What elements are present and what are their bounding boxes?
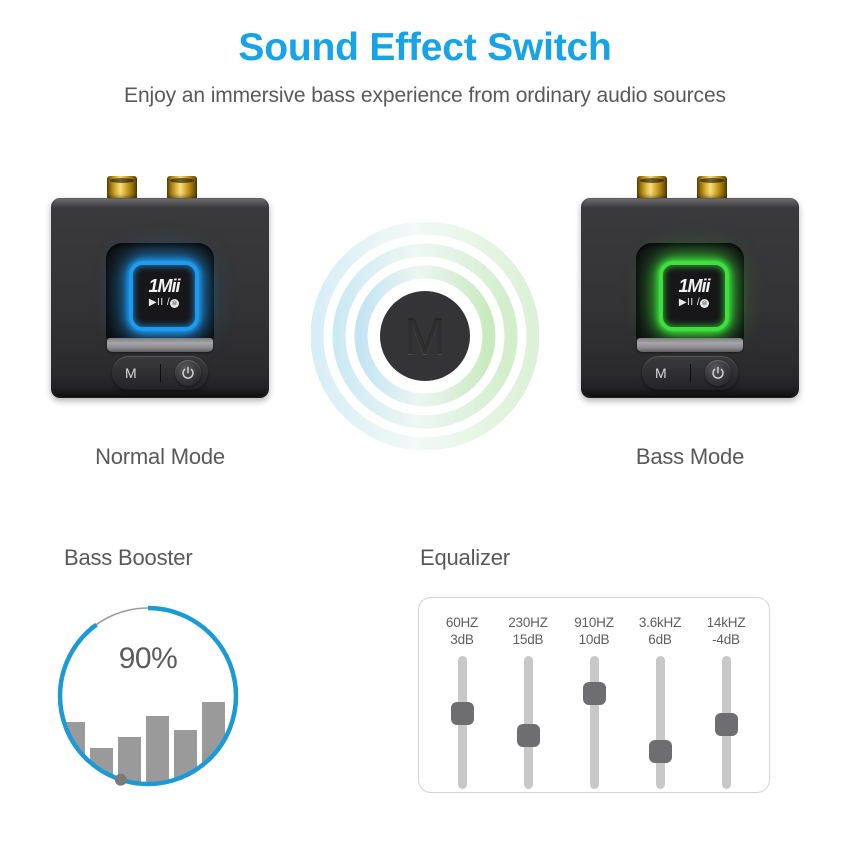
equalizer-panel: 60HZ 3dB 230HZ 15dB 910HZ 10dB 3.6kHZ 6dB 14kHZ -… — [418, 597, 770, 793]
brand-logo: 1Mii — [148, 276, 180, 296]
button-divider — [160, 364, 161, 382]
rca-jack-right-icon — [167, 176, 197, 200]
band-slider-thumb[interactable] — [582, 682, 606, 705]
device-display-panel: 1Mii ▶II /⚛ — [106, 243, 214, 351]
rca-jack-left-icon — [637, 176, 667, 200]
led-indicator-ring: 1Mii ▶II /⚛ — [129, 261, 199, 331]
band-gain-label: -4dB — [712, 632, 740, 647]
device-caption-normal: Normal Mode — [95, 444, 225, 469]
page-subtitle: Enjoy an immersive bass experience from … — [124, 84, 726, 107]
device-body: 1Mii ▶II /⚛ M — [581, 198, 799, 398]
equalizer-band-910hz: 910HZ 10dB — [566, 614, 622, 789]
band-gain-label: 15dB — [512, 632, 544, 647]
device-display-panel: 1Mii ▶II /⚛ — [636, 243, 744, 351]
band-frequency-label: 14kHZ — [706, 615, 746, 630]
mode-button[interactable]: M — [125, 365, 137, 381]
device-caption-bass: Bass Mode — [635, 444, 745, 469]
button-cluster: M — [112, 356, 208, 390]
play-pause-icon: ▶II / — [148, 297, 171, 308]
sound-wave-emblem: M — [311, 222, 539, 450]
function-symbol-row: ▶II /⚛ — [133, 298, 195, 308]
band-slider-track[interactable] — [648, 656, 672, 789]
button-cluster: M — [642, 356, 738, 390]
device-light-strip — [107, 338, 213, 352]
device-card-normal-mode: 1Mii ▶II /⚛ M Normal Mode — [45, 176, 275, 470]
mode-button[interactable]: M — [655, 365, 667, 381]
gauge-chart-icon — [57, 605, 239, 787]
gauge-value-label: 90% — [118, 642, 178, 675]
device-body: 1Mii ▶II /⚛ M — [51, 198, 269, 398]
rca-jack-left-icon — [107, 176, 137, 200]
band-slider-track[interactable] — [714, 656, 738, 789]
wave-rings-icon — [311, 222, 539, 450]
device-light-strip — [637, 338, 743, 352]
bluetooth-icon: ⚛ — [700, 299, 710, 308]
led-indicator-ring: 1Mii ▶II /⚛ — [659, 261, 729, 331]
band-frequency-label: 60HZ — [445, 615, 479, 630]
equalizer-band-list: 60HZ 3dB 230HZ 15dB 910HZ 10dB 3.6kHZ 6dB 14kHZ -… — [419, 598, 769, 792]
power-button[interactable] — [175, 360, 201, 386]
band-gain-label: 6dB — [648, 632, 672, 647]
band-frequency-label: 230HZ — [508, 615, 548, 630]
band-slider-thumb[interactable] — [648, 740, 672, 763]
power-icon — [182, 366, 194, 379]
band-gain-label: 3dB — [450, 632, 474, 647]
power-button[interactable] — [705, 360, 731, 386]
device-card-bass-mode: 1Mii ▶II /⚛ M Bass Mode — [575, 176, 805, 470]
bass-booster-title: Bass Booster — [64, 545, 193, 570]
equalizer-title: Equalizer — [420, 545, 510, 570]
bass-booster-gauge: 90% — [48, 596, 248, 796]
band-slider-track[interactable] — [516, 656, 540, 789]
band-slider-thumb[interactable] — [450, 702, 474, 725]
band-frequency-label: 3.6kHZ — [638, 615, 682, 630]
bluetooth-icon: ⚛ — [170, 299, 180, 308]
brand-logo: 1Mii — [678, 276, 710, 296]
play-pause-icon: ▶II / — [678, 297, 701, 308]
wave-center-letter: M — [404, 309, 446, 365]
device-unit: 1Mii ▶II /⚛ M — [575, 176, 805, 426]
equalizer-band-60hz: 60HZ 3dB — [434, 614, 490, 789]
band-slider-thumb[interactable] — [516, 724, 540, 747]
band-gain-label: 10dB — [578, 632, 610, 647]
equalizer-band-230hz: 230HZ 15dB — [500, 614, 556, 789]
page-header: Sound Effect Switch Enjoy an immersive b… — [0, 0, 850, 108]
band-frequency-label: 910HZ — [574, 615, 614, 630]
band-slider-track[interactable] — [450, 656, 474, 789]
rca-jack-right-icon — [697, 176, 727, 200]
equalizer-band-14khz: 14kHZ -4dB — [698, 614, 754, 789]
page-title: Sound Effect Switch — [238, 26, 612, 69]
function-symbol-row: ▶II /⚛ — [663, 298, 725, 308]
gauge-bars-group — [62, 702, 225, 784]
band-slider-track[interactable] — [582, 656, 606, 789]
power-icon — [712, 366, 724, 379]
band-slider-thumb[interactable] — [714, 713, 738, 736]
device-unit: 1Mii ▶II /⚛ M — [45, 176, 275, 426]
equalizer-band-3.6khz: 3.6kHZ 6dB — [632, 614, 688, 789]
button-divider — [690, 364, 691, 382]
